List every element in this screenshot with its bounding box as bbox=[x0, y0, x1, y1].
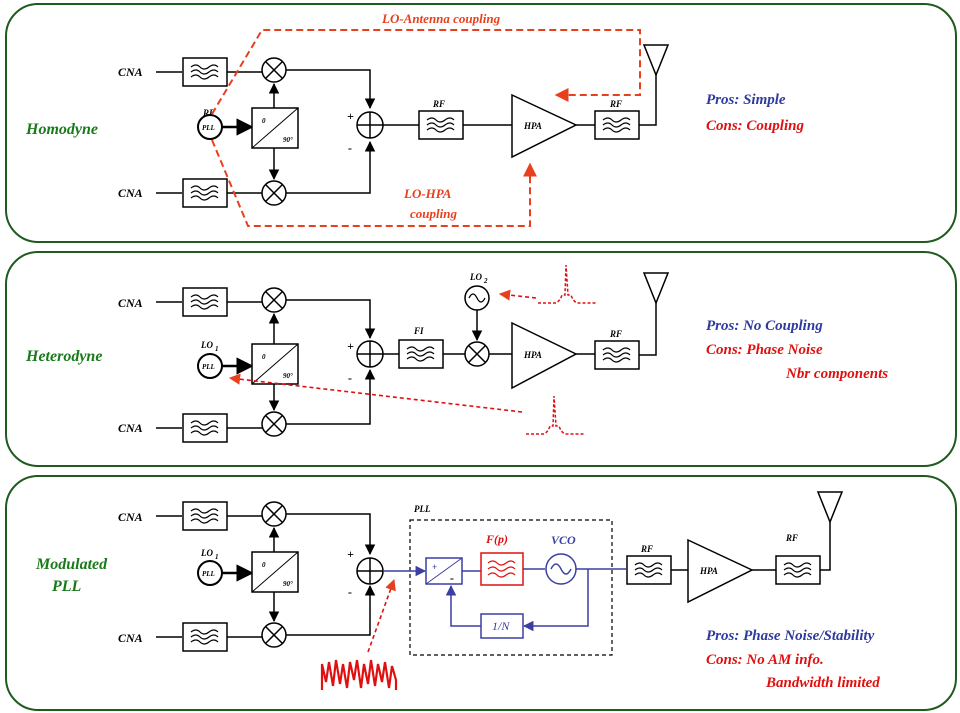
fi-filter-label: FI bbox=[413, 326, 424, 336]
minus-sign: - bbox=[348, 585, 352, 599]
lo2-subscript: 2 bbox=[483, 277, 488, 285]
phase-90: 90° bbox=[283, 372, 293, 380]
plus-sign: + bbox=[347, 547, 354, 561]
pll-osc-inner-label: PLL bbox=[202, 363, 215, 371]
modulated-pll-title-2: PLL bbox=[51, 578, 82, 595]
lo-antenna-coupling-label: LO-Antenna coupling bbox=[381, 11, 501, 26]
heterodyne-cons-2: Nbr components bbox=[785, 366, 888, 382]
lo-hpa-coupling-label-2: coupling bbox=[410, 206, 457, 221]
cna-top-label: CNA bbox=[118, 65, 143, 79]
heterodyne-title: Heterodyne bbox=[25, 348, 102, 365]
mixer-i bbox=[261, 287, 287, 313]
pll-osc-inner-label: PLL bbox=[202, 570, 215, 578]
homodyne-panel: Homodyne CNA CNA RF PLL 0 90° + - RF bbox=[5, 3, 957, 243]
phase-0: 0 bbox=[262, 561, 266, 569]
lo2-label: LO bbox=[469, 272, 482, 282]
hpa-label: HPA bbox=[523, 121, 542, 131]
pll-box bbox=[409, 519, 613, 656]
hpa-label: HPA bbox=[523, 350, 542, 360]
lo1-label: LO bbox=[200, 340, 213, 350]
summer bbox=[356, 111, 384, 139]
lo1-subscript: 1 bbox=[215, 553, 219, 561]
baseband-filter-bottom bbox=[182, 178, 228, 208]
pd-plus: + bbox=[432, 562, 437, 572]
lo1-subscript: 1 bbox=[215, 345, 219, 353]
rf-filter-1-label: RF bbox=[640, 544, 653, 554]
pd-minus: - bbox=[450, 571, 454, 585]
output-rf-filter bbox=[594, 340, 640, 370]
cna-top-label: CNA bbox=[118, 296, 143, 310]
fi-filter bbox=[398, 339, 444, 369]
hpa-amplifier bbox=[511, 321, 578, 390]
cna-bottom-label: CNA bbox=[118, 186, 143, 200]
lo2-spectrum-arrow bbox=[498, 289, 537, 301]
homodyne-cons: Cons: Coupling bbox=[706, 118, 804, 134]
phase-90: 90° bbox=[283, 136, 293, 144]
mixer-q bbox=[261, 180, 287, 206]
pll-osc-inner-label: PLL bbox=[202, 124, 215, 132]
mixer-q bbox=[261, 411, 287, 437]
output-rf-label: RF bbox=[609, 99, 622, 109]
modulated-pll-panel: Modulated PLL CNA CNA LO 1 PLL 0 90° + -… bbox=[5, 475, 957, 711]
pll-box-label: PLL bbox=[414, 504, 431, 514]
modulated-pll-title-1: Modulated bbox=[35, 556, 108, 573]
rf-osc-label: RF bbox=[202, 108, 215, 118]
phase-0: 0 bbox=[262, 353, 266, 361]
homodyne-pros: Pros: Simple bbox=[706, 92, 786, 108]
mixer-q bbox=[261, 622, 287, 648]
hpa-label: HPA bbox=[699, 566, 718, 576]
rf-filter-2 bbox=[775, 555, 821, 585]
upconversion-mixer bbox=[464, 341, 490, 367]
modulated-pll-panel-border bbox=[5, 475, 957, 711]
lo-hpa-coupling-label-1: LO-HPA bbox=[403, 186, 452, 201]
modulated-pll-cons-2: Bandwidth limited bbox=[765, 675, 880, 691]
baseband-filter-bottom bbox=[182, 413, 228, 443]
baseband-filter-top bbox=[182, 501, 228, 531]
modulated-pll-cons-1: Cons: No AM info. bbox=[706, 652, 824, 668]
divider-label: 1/N bbox=[492, 619, 510, 633]
modulated-pll-pros: Pros: Phase Noise/Stability bbox=[706, 628, 875, 644]
cna-top-label: CNA bbox=[118, 510, 143, 524]
heterodyne-panel: Heterodyne CNA CNA LO 1 PLL 0 90° + - FI bbox=[5, 251, 957, 467]
phase-0: 0 bbox=[262, 117, 266, 125]
output-rf-label: RF bbox=[609, 329, 622, 339]
mixer-i bbox=[261, 57, 287, 83]
loop-filter-label: F(p) bbox=[485, 532, 508, 546]
minus-sign: - bbox=[348, 371, 352, 385]
mixer-i bbox=[261, 501, 287, 527]
cna-bottom-label: CNA bbox=[118, 631, 143, 645]
cna-bottom-label: CNA bbox=[118, 421, 143, 435]
lo1-label: LO bbox=[200, 548, 213, 558]
heterodyne-pros: Pros: No Coupling bbox=[706, 318, 823, 334]
baseband-filter-bottom bbox=[182, 622, 228, 652]
vco-label: VCO bbox=[551, 533, 576, 547]
hpa-amplifier bbox=[687, 538, 754, 604]
plus-sign: + bbox=[347, 339, 354, 353]
hpa-amplifier bbox=[511, 93, 578, 159]
lo-antenna-coupling-path bbox=[211, 29, 641, 115]
baseband-filter-top bbox=[182, 57, 228, 87]
homodyne-title: Homodyne bbox=[25, 121, 98, 138]
rf-filter-label: RF bbox=[432, 99, 445, 109]
baseband-filter-top bbox=[182, 287, 228, 317]
summer bbox=[356, 340, 384, 368]
divider bbox=[480, 613, 524, 639]
lo-hpa-coupling-path bbox=[211, 139, 537, 227]
summer bbox=[356, 557, 384, 585]
rf-filter-2-label: RF bbox=[785, 533, 798, 543]
plus-sign: + bbox=[347, 109, 354, 123]
homodyne-panel-border bbox=[5, 3, 957, 243]
modulated-signal-icon bbox=[320, 659, 398, 690]
phase-90: 90° bbox=[283, 580, 293, 588]
rf-filter bbox=[418, 110, 464, 140]
loop-filter bbox=[480, 552, 524, 586]
minus-sign: - bbox=[348, 141, 352, 155]
rf-filter-1 bbox=[626, 555, 672, 585]
heterodyne-cons-1: Cons: Phase Noise bbox=[706, 342, 823, 358]
output-rf-filter bbox=[594, 110, 640, 140]
modulated-signal-arrow bbox=[367, 578, 396, 653]
